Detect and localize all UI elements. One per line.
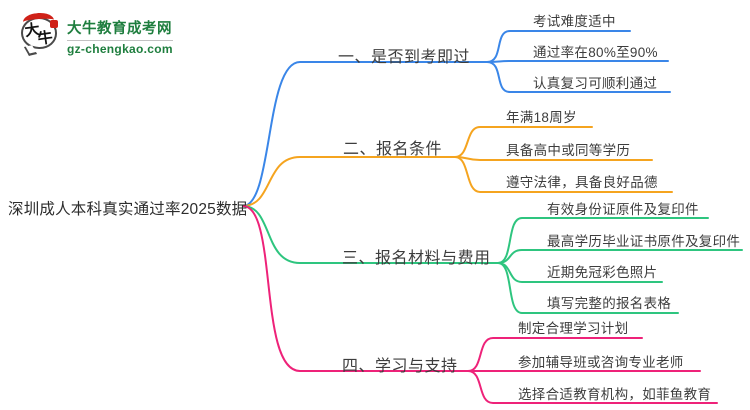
logo-red-seal (50, 20, 58, 28)
branch-1-connectors (242, 30, 671, 207)
branch-2-leaf-3-link (454, 156, 673, 193)
branch-4-label: 四、学习与支持 (342, 358, 458, 375)
branch-1-label: 一、是否到考即过 (338, 49, 471, 66)
leaf-3-4: 填写完整的报名表格 (547, 296, 672, 311)
leaf-4-2: 参加辅导班或咨询专业老师 (518, 355, 684, 370)
branch-3-trunk (242, 205, 499, 264)
logo-cow-icon: 大 牛 (20, 11, 60, 56)
branch-2-trunk (242, 156, 456, 207)
logo-divider (67, 40, 173, 41)
branch-1-leaf-3-link (486, 61, 671, 93)
logo-site-url: gz-chengkao.com (67, 42, 173, 56)
logo-char-niu: 牛 (36, 30, 54, 48)
branch-4-leaf-3-link (467, 370, 718, 404)
branch-2-leaf-1-link (454, 126, 593, 158)
logo-text-block: 大牛教育成考网 gz-chengkao.com (67, 13, 173, 56)
branch-1-trunk (242, 61, 488, 207)
leaf-2-2: 具备高中或同等学历 (506, 143, 631, 158)
leaf-1-2: 通过率在80%至90% (533, 45, 658, 60)
branch-3-label: 三、报名材料与费用 (342, 250, 491, 267)
leaf-3-1: 有效身份证原件及复印件 (547, 202, 699, 217)
root-node: 深圳成人本科真实通过率2025数据 (8, 201, 248, 218)
branch-4-connectors (242, 205, 718, 404)
branch-4-leaf-1-link (467, 337, 643, 372)
leaf-1-1: 考试难度适中 (533, 14, 616, 29)
leaf-2-1: 年满18周岁 (506, 110, 577, 125)
leaf-1-3: 认真复习可顺利通过 (533, 76, 658, 91)
site-logo: 大 牛 大牛教育成考网 gz-chengkao.com (20, 11, 173, 56)
leaf-2-3: 遵守法律，具备良好品德 (506, 175, 658, 190)
branch-2-label: 二、报名条件 (343, 141, 443, 158)
logo-speech-bubble (21, 17, 57, 49)
leaf-3-2: 最高学历毕业证书原件及复印件 (547, 234, 741, 249)
branch-3-connectors (242, 205, 743, 314)
leaf-4-1: 制定合理学习计划 (518, 321, 629, 336)
branch-4-trunk (242, 205, 469, 372)
leaf-4-3: 选择合适教育机构，如菲鱼教育 (518, 387, 712, 402)
leaf-3-3: 近期免冠彩色照片 (547, 265, 658, 280)
branch-1-leaf-2-link (486, 60, 669, 63)
branch-3-leaf-4-link (497, 262, 679, 314)
branch-2-connectors (242, 126, 673, 207)
logo-site-name: 大牛教育成考网 (67, 21, 172, 37)
